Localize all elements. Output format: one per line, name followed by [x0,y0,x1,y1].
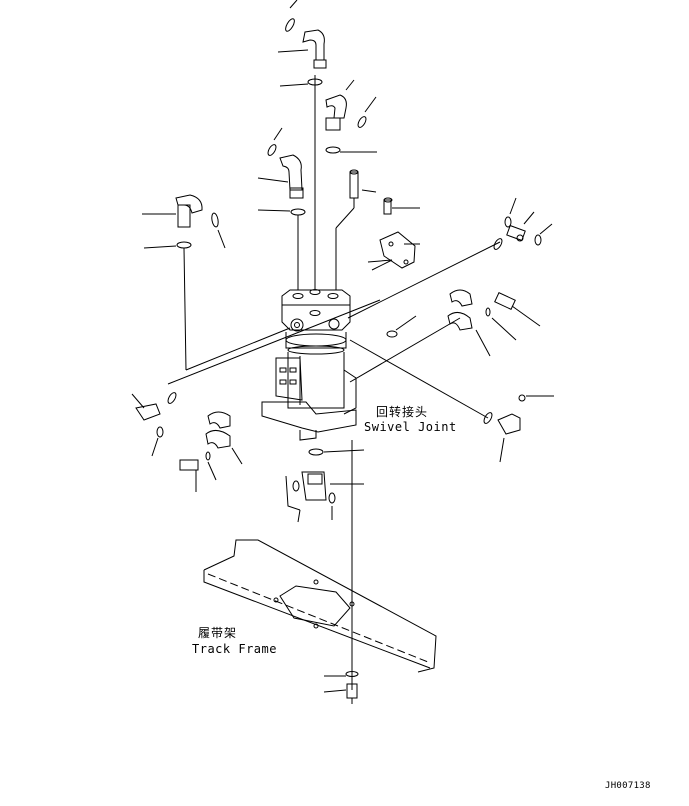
left-elbow-fitting [257,127,306,290]
assembly-axis-line [314,75,353,690]
small-bolt [383,197,420,215]
left-lower-elbow-fitting [131,392,177,457]
right-elbow-fitting [325,79,377,154]
lock-plate [367,231,420,271]
far-left-elbow-fitting [142,194,226,371]
right-upper-tee-fitting [493,197,553,250]
track-frame-chinese-label: 履带架 [198,626,238,640]
swivel-joint-label: Swivel Joint [364,420,457,434]
swivel-joint-body [261,289,357,441]
left-clamp-set [179,411,243,492]
o-ring [386,315,417,338]
lock-pin [335,169,377,290]
right-lower-elbow-fitting [483,394,554,463]
track-frame-label: Track Frame [192,642,277,656]
swivel-joint-chinese-label: 回转接头 [376,405,429,419]
drawing-code: JH007138 [605,781,651,791]
center-tee-fitting [285,448,365,523]
track-frame [203,539,437,673]
connection-lines [167,241,501,419]
frame-bolt [323,671,359,704]
top-elbow-fitting [277,0,327,87]
right-clamp-set [447,289,541,357]
